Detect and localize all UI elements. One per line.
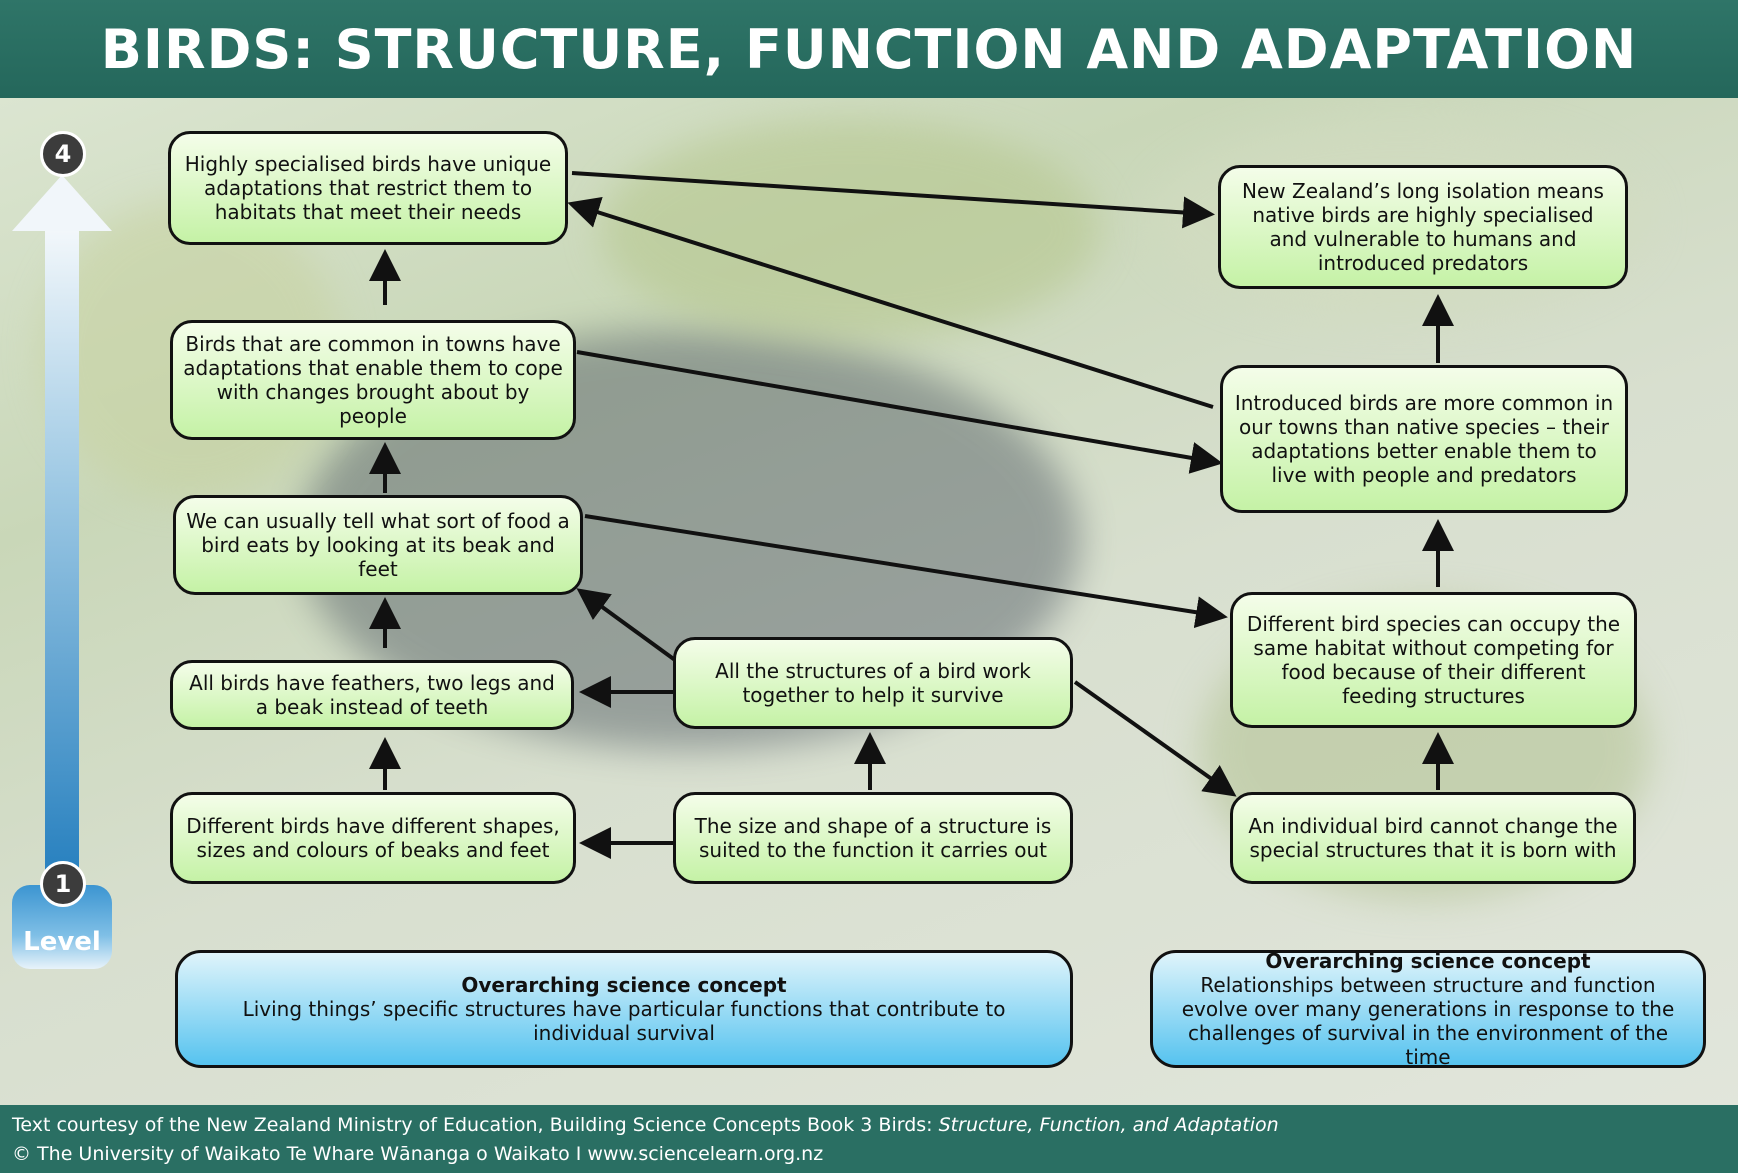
concept-text: The size and shape of a structure is sui… — [694, 814, 1052, 862]
concept-text: All birds have feathers, two legs and a … — [189, 671, 555, 719]
footer-line-2: © The University of Waikato Te Whare Wān… — [12, 1143, 824, 1165]
overarching-heading: Overarching science concept — [1265, 949, 1591, 973]
concept-box-work-together: All the structures of a bird work togeth… — [673, 637, 1073, 729]
concept-text: All the structures of a bird work togeth… — [715, 659, 1031, 707]
concept-text: Highly specialised birds have unique ada… — [184, 152, 552, 224]
footer-credits: Text courtesy of the New Zealand Ministr… — [0, 1105, 1738, 1173]
concept-box-introduced: Introduced birds are more common in our … — [1220, 365, 1628, 513]
arrow-food-to-species — [584, 514, 1228, 629]
concept-box-feathers: All birds have feathers, two legs and a … — [170, 660, 574, 730]
concept-text: We can usually tell what sort of food a … — [186, 509, 570, 581]
header-bar: BIRDS: STRUCTURE, FUNCTION AND ADAPTATIO… — [0, 0, 1738, 98]
concept-box-size-shape: The size and shape of a structure is sui… — [673, 792, 1073, 884]
concept-text: New Zealand’s long isolation means nativ… — [1242, 179, 1604, 275]
concept-box-towns-common: Birds that are common in towns have adap… — [170, 320, 576, 440]
level-1-text: 1 — [54, 870, 72, 898]
footer-credit-text: Text courtesy of the New Zealand Ministr… — [12, 1114, 939, 1136]
concept-text: Introduced birds are more common in our … — [1234, 391, 1614, 487]
concept-box-food-beak: We can usually tell what sort of food a … — [173, 495, 583, 595]
level-arrow-head — [12, 175, 112, 231]
arrow-worktogether-to-individual — [1073, 680, 1237, 797]
level-4-text: 4 — [54, 140, 72, 168]
arrow-towns-to-introduced — [576, 350, 1223, 474]
overarching-concept-left: Overarching science concept Living thing… — [175, 950, 1073, 1068]
concept-text: Different bird species can occupy the sa… — [1246, 612, 1621, 708]
footer-line-1: Text courtesy of the New Zealand Ministr… — [12, 1111, 1726, 1140]
concept-box-different-birds: Different birds have different shapes, s… — [170, 792, 576, 884]
overarching-text: Living things’ specific structures have … — [242, 997, 1006, 1045]
overarching-text: Relationships between structure and func… — [1181, 973, 1675, 1069]
concept-box-different-species: Different bird species can occupy the sa… — [1230, 592, 1637, 728]
overarching-concept-right: Overarching science concept Relationship… — [1150, 949, 1706, 1069]
foliage-shape — [600, 120, 1100, 340]
arrow-introduced-to-specialised — [567, 196, 1214, 409]
arrow-worktogether-to-food — [576, 588, 677, 662]
overarching-heading: Overarching science concept — [461, 973, 787, 997]
concept-box-specialised: Highly specialised birds have unique ada… — [168, 131, 568, 245]
arrow-specialised-to-nz — [571, 171, 1215, 229]
level-scale-bar — [45, 225, 79, 875]
footer-book-title: Structure, Function, and Adaptation — [938, 1114, 1279, 1136]
concept-text: Different birds have different shapes, s… — [186, 814, 560, 862]
concept-box-nz-isolation: New Zealand’s long isolation means nativ… — [1218, 165, 1628, 289]
concept-box-individual: An individual bird cannot change the spe… — [1230, 792, 1636, 884]
level-1-marker: 1 — [40, 861, 86, 907]
level-4-marker: 4 — [40, 131, 86, 177]
concept-text: Birds that are common in towns have adap… — [183, 332, 563, 428]
concept-text: An individual bird cannot change the spe… — [1248, 814, 1618, 862]
page-title: BIRDS: STRUCTURE, FUNCTION AND ADAPTATIO… — [100, 17, 1638, 81]
level-label: Level — [23, 927, 101, 957]
